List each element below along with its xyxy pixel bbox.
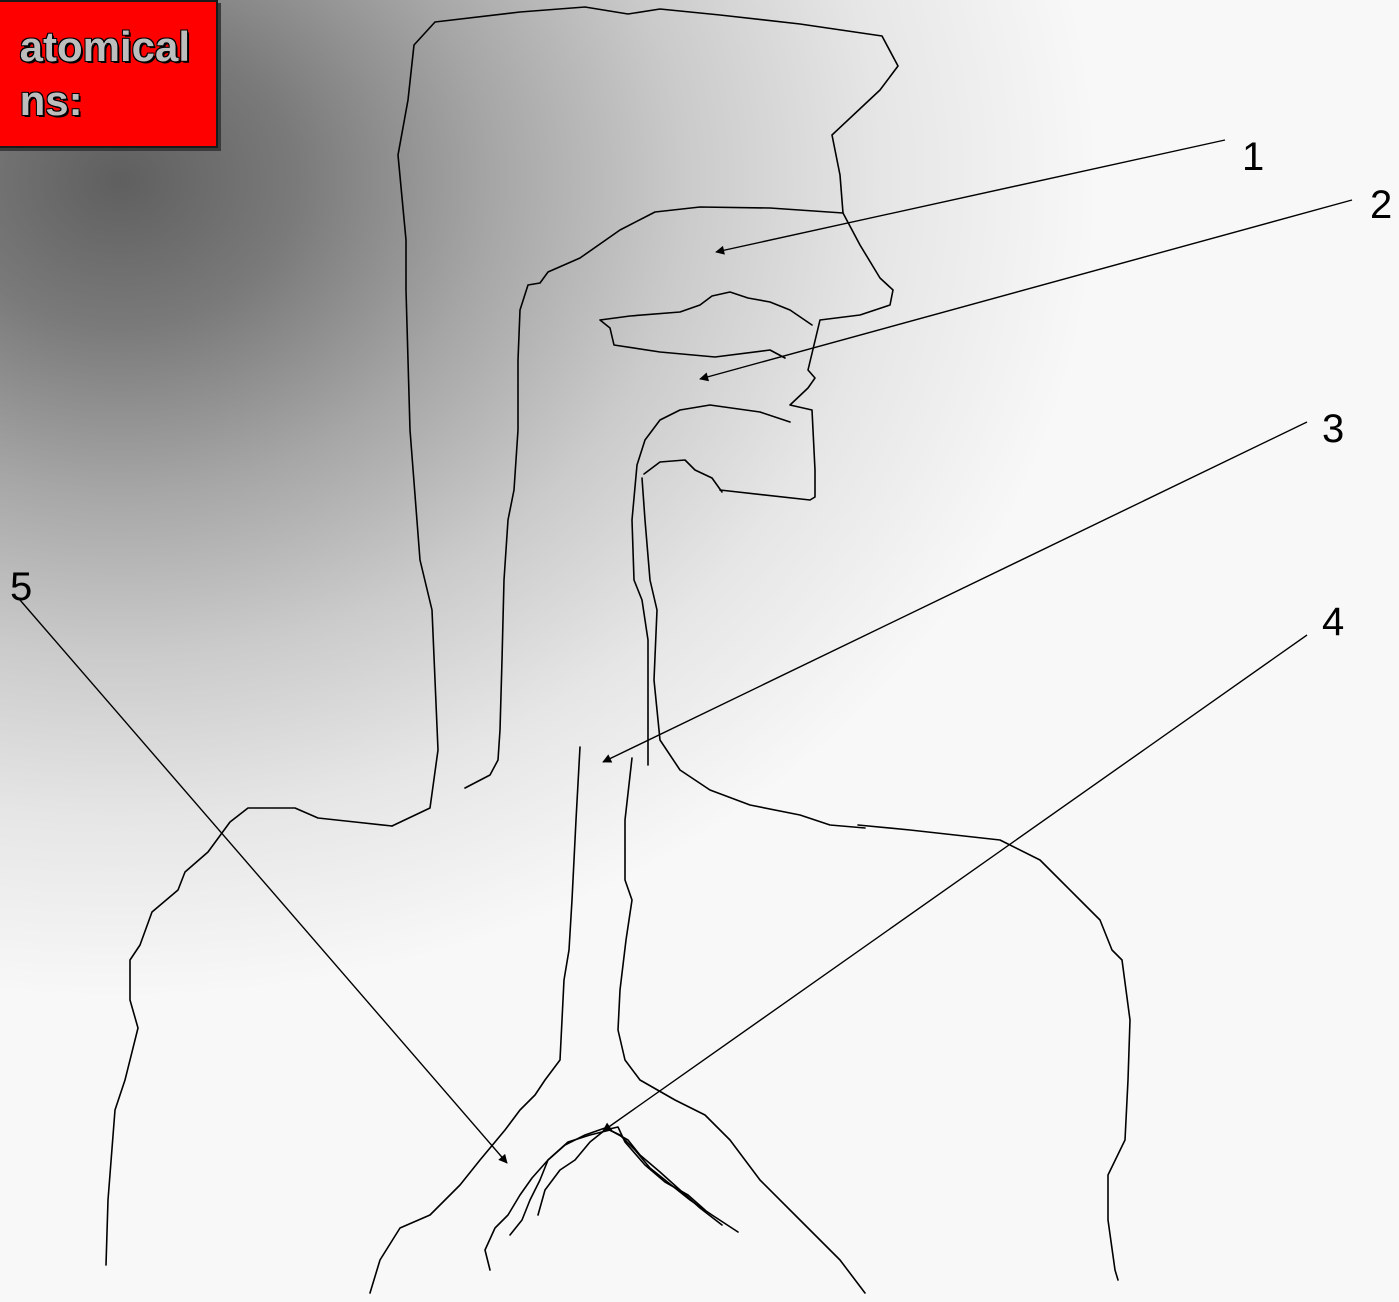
pharynx-outline (642, 478, 865, 828)
trachea-left-wall (370, 747, 580, 1293)
bronchi-outline (510, 1128, 738, 1235)
leader-line-1 (716, 140, 1225, 252)
jaw-outline (644, 460, 722, 492)
label-1: 1 (1242, 135, 1264, 179)
palate-outline (600, 292, 812, 358)
label-5: 5 (10, 565, 32, 609)
tongue-outline (632, 405, 790, 765)
leader-line-3 (603, 422, 1307, 762)
right-shoulder-outline (858, 825, 1130, 1280)
leader-line-2 (700, 200, 1352, 379)
leader-line-5 (20, 600, 507, 1163)
label-3: 3 (1322, 407, 1344, 451)
label-4: 4 (1322, 600, 1344, 644)
label-2: 2 (1370, 183, 1392, 227)
trachea-right-wall (618, 758, 865, 1293)
bronchi-outline-2 (485, 1130, 722, 1270)
leader-line-4 (603, 635, 1307, 1131)
bronchi-outline-3 (538, 1127, 705, 1215)
head-outline (392, 7, 898, 826)
left-shoulder-outline (106, 808, 392, 1265)
